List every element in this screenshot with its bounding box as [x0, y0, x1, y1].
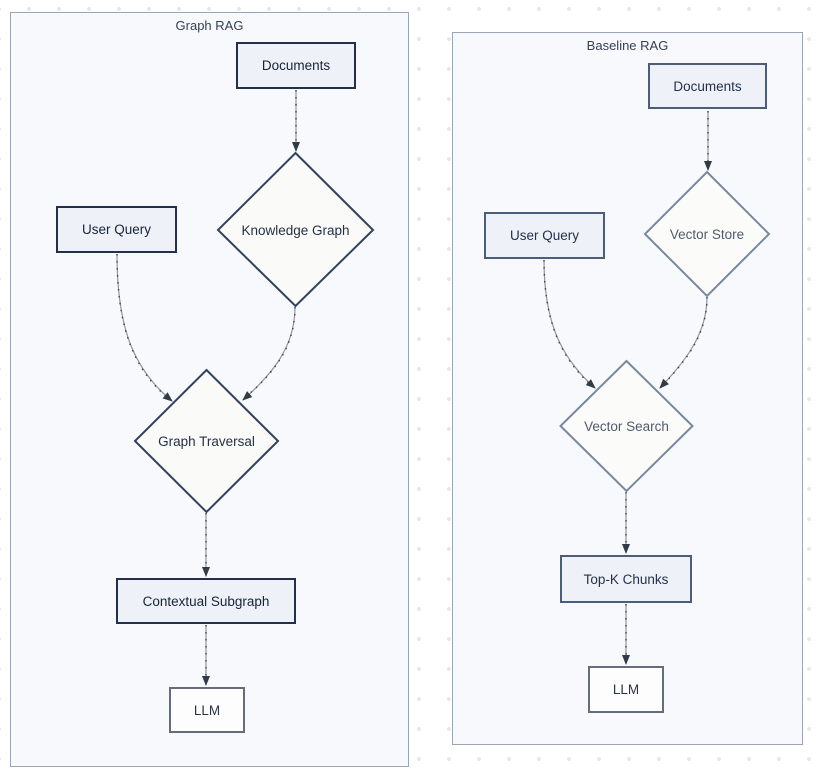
edge-vector-store-vector-search [659, 296, 708, 389]
node-label: Top-K Chunks [583, 571, 669, 587]
panel-baseline-rag: Baseline RAG [452, 32, 803, 745]
edge-user-query-graph-traversal [116, 253, 173, 402]
node-documents-graph-rag: Documents [236, 42, 356, 89]
node-user-query-graph-rag: User Query [56, 206, 177, 253]
node-contextual-subgraph: Contextual Subgraph [116, 578, 296, 624]
edge-knowledge-graph-graph-traversal [242, 306, 296, 401]
panel-title-baseline-rag: Baseline RAG [586, 38, 669, 53]
node-documents-baseline-rag: Documents [648, 63, 767, 109]
node-label: User Query [81, 222, 152, 237]
node-top-k-chunks: Top-K Chunks [560, 555, 692, 603]
node-label: Documents [261, 58, 331, 73]
node-llm-graph-rag: LLM [169, 687, 245, 733]
diamond-vector-search [559, 359, 694, 493]
node-llm-baseline-rag: LLM [588, 666, 664, 713]
diamond-vector-store [643, 170, 771, 298]
node-label: LLM [193, 702, 221, 718]
node-label: Documents [673, 78, 742, 94]
edge-user-query-vector-search [543, 259, 596, 389]
node-label: LLM [612, 682, 640, 697]
diamond-graph-traversal [133, 368, 280, 514]
diamond-knowledge-graph [216, 151, 375, 308]
node-label: User Query [509, 228, 580, 243]
node-label: Contextual Subgraph [142, 593, 270, 609]
panel-title-graph-rag: Graph RAG [175, 18, 244, 33]
node-user-query-baseline-rag: User Query [484, 212, 605, 259]
